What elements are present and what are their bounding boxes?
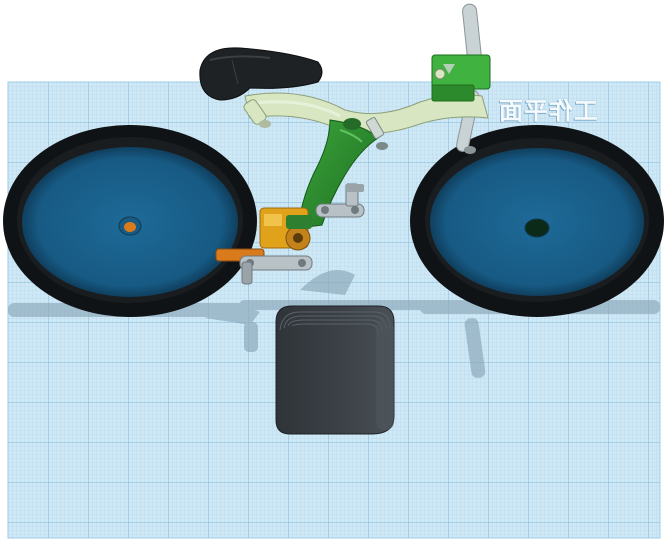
crank-assembly[interactable] (215, 207, 313, 285)
hub-orange-icon (124, 222, 136, 232)
loose-block[interactable] (275, 305, 395, 435)
bike-seat[interactable] (199, 47, 323, 101)
rear-wheel[interactable] (3, 125, 257, 317)
crank-arm (239, 255, 313, 271)
handlebar-clamp[interactable] (431, 54, 491, 102)
front-wheel[interactable] (410, 125, 664, 317)
hub-dark-icon (524, 218, 550, 238)
right-crank-arm[interactable] (315, 183, 365, 218)
